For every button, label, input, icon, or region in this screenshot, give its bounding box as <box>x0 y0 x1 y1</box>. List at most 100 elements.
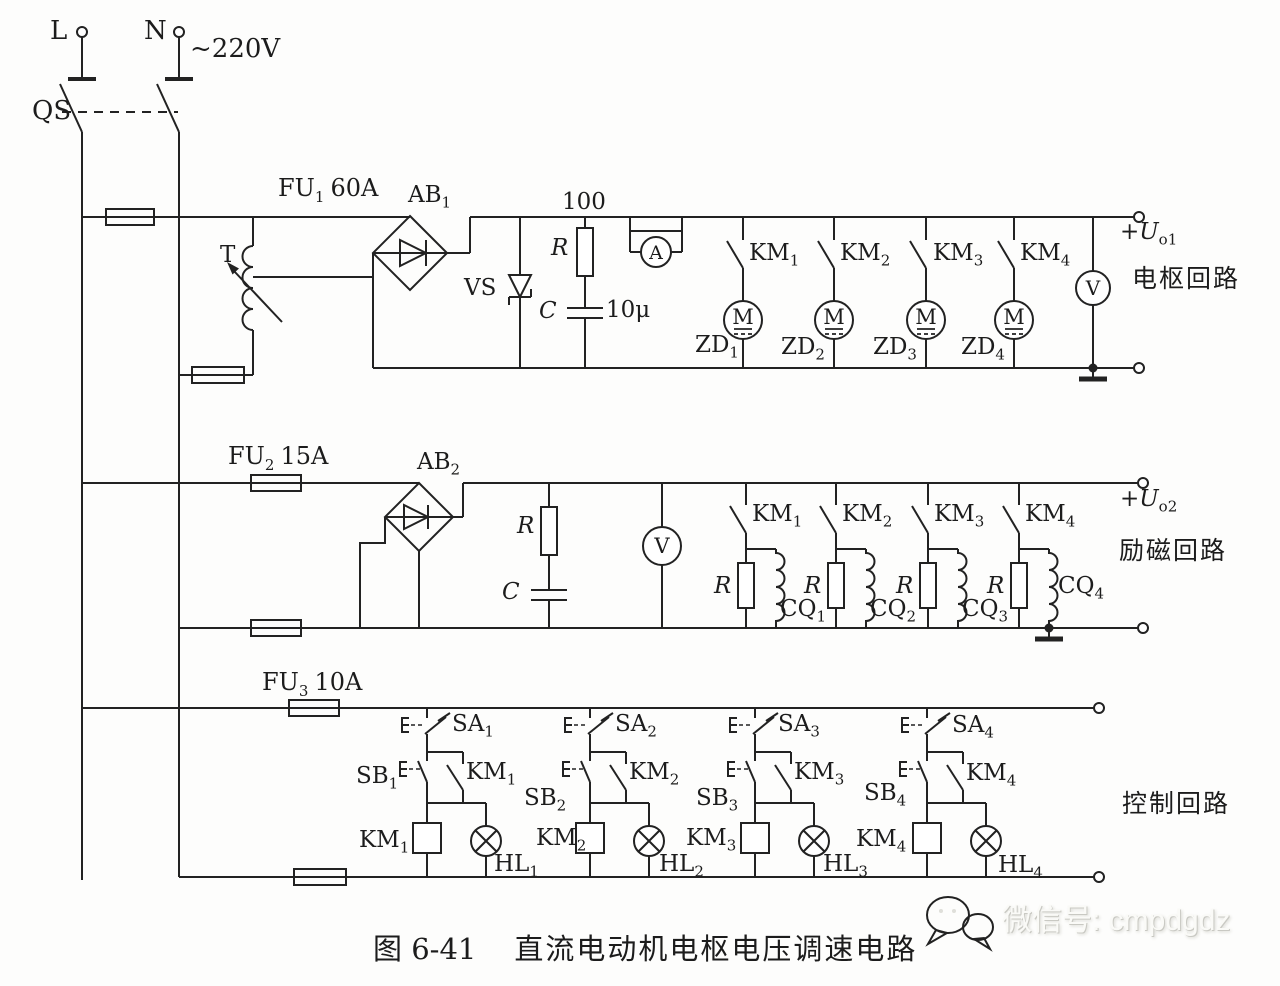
field-coil-icon <box>775 549 786 628</box>
label-km2-contact: KM2 <box>629 759 680 789</box>
label-c-value: 10μ <box>606 297 651 323</box>
label-km1-coil: KM1 <box>359 827 410 857</box>
resistor-icon <box>540 506 558 556</box>
label-coil-cq3: CQ3 <box>962 596 1009 626</box>
control-branch-3 <box>727 708 830 877</box>
label-neutral-N: N <box>144 16 167 46</box>
terminal-N <box>173 26 185 38</box>
label-branch-r3: R <box>896 573 914 599</box>
contactor-coil-icon <box>575 822 605 854</box>
label-branch-r4: R <box>987 573 1005 599</box>
label-resistor-r1: R <box>551 235 569 261</box>
terminal-control-bottom <box>1093 871 1105 883</box>
label-motor-zd4: ZD4 <box>961 334 1005 364</box>
label-qs-switch: QS <box>32 96 72 126</box>
ground-field <box>1035 623 1063 642</box>
label-km3-field: KM3 <box>934 501 985 531</box>
voltmeter-icon <box>1075 270 1111 306</box>
label-km2-coil: KM2 <box>536 825 587 855</box>
motor-branch-1: M <box>723 217 763 368</box>
motor-icon <box>814 300 854 340</box>
label-capacitor-c1: C <box>539 298 557 324</box>
motor-branch-4: M <box>994 217 1034 368</box>
label-km4-contact: KM4 <box>966 760 1017 790</box>
zener-vs <box>507 217 533 368</box>
figure-title: 直流电动机电枢电压调速电路 <box>514 932 918 966</box>
resistor-icon <box>1010 562 1028 609</box>
terminal-uo1-minus <box>1133 362 1145 374</box>
label-hl3: HL3 <box>823 851 868 881</box>
label-hl1: HL1 <box>494 851 539 881</box>
resistor-icon <box>827 562 845 609</box>
label-field-title: 励磁回路 <box>1119 536 1228 565</box>
field-coil-icon <box>1048 549 1059 628</box>
label-sa3: SA3 <box>778 711 820 741</box>
label-coil-cq4: CQ4 <box>1058 573 1105 603</box>
terminal-control-top <box>1093 702 1105 714</box>
watermark-text: 微信号: cmpdgdz <box>1002 904 1231 937</box>
label-km2-armature: KM2 <box>840 240 891 270</box>
voltmeter-icon <box>642 526 682 566</box>
label-r-value: 100 <box>562 189 606 215</box>
label-sa1: SA1 <box>452 711 494 741</box>
motor-icon <box>994 300 1034 340</box>
terminal-uo1-plus <box>1133 211 1145 223</box>
contactor-coil-icon <box>412 822 442 854</box>
svg-text:V: V <box>653 534 670 558</box>
fuse-armature-neutral <box>191 366 245 384</box>
bridge-rectifier-ab2 <box>383 481 455 553</box>
control-branch-4 <box>899 708 1002 877</box>
qs-switch <box>59 83 180 133</box>
rc-filter-field <box>531 483 567 628</box>
rc-filter-armature <box>567 217 603 368</box>
label-branch-r2: R <box>804 573 822 599</box>
label-sa2: SA2 <box>615 711 657 741</box>
ammeter: A <box>629 216 683 268</box>
label-sa4: SA4 <box>952 712 994 742</box>
control-circuit <box>82 699 1105 886</box>
label-km1-contact: KM1 <box>466 759 517 789</box>
svg-text:V: V <box>1085 276 1101 300</box>
label-output-uo2: +Uo2 <box>1120 486 1178 516</box>
motor-icon <box>906 300 946 340</box>
label-armature-title: 电枢回路 <box>1132 264 1241 293</box>
motor-branch-3: M <box>906 217 946 368</box>
fuse-control-neutral <box>293 868 347 886</box>
field-branch-1 <box>729 483 786 628</box>
label-km1-field: KM1 <box>752 501 803 531</box>
label-km3-armature: KM3 <box>933 240 984 270</box>
label-km3-coil: KM3 <box>686 825 737 855</box>
ground-armature <box>1079 363 1107 382</box>
bridge-rectifier-ab1 <box>371 214 449 292</box>
label-transformer-t: T <box>220 242 236 268</box>
label-hl4: HL4 <box>998 852 1043 882</box>
resistor-icon <box>919 562 937 609</box>
svg-text:M: M <box>1003 305 1025 329</box>
label-rectifier-ab2: AB2 <box>417 449 461 479</box>
label-resistor-r2: R <box>517 513 535 539</box>
fuse-fu2 <box>250 474 302 492</box>
field-branch-4 <box>1002 483 1059 628</box>
label-sb4: SB4 <box>864 780 907 810</box>
label-motor-zd2: ZD2 <box>781 334 825 364</box>
label-branch-r1: R <box>714 573 732 599</box>
svg-text:M: M <box>732 305 754 329</box>
label-motor-zd1: ZD1 <box>695 332 739 362</box>
field-circuit: V <box>82 474 1149 642</box>
armature-circuit: A M M M M <box>82 208 1145 384</box>
ammeter-icon <box>640 236 672 268</box>
label-coil-cq2: CQ2 <box>870 596 917 626</box>
diode-icon <box>399 238 429 268</box>
diode-icon <box>403 503 431 531</box>
label-voltage: ~220V <box>190 34 281 64</box>
svg-text:M: M <box>823 305 845 329</box>
label-sb1: SB1 <box>356 763 399 793</box>
field-coil-icon <box>957 549 968 628</box>
autotransformer-t <box>227 217 373 375</box>
label-coil-cq1: CQ1 <box>780 596 827 626</box>
label-km3-contact: KM3 <box>794 759 845 789</box>
